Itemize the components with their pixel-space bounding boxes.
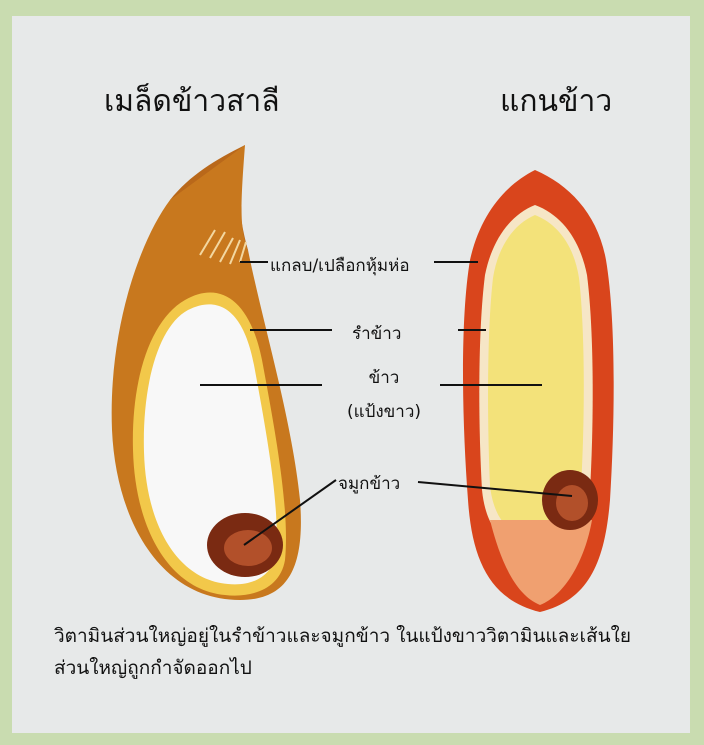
label-rice-line1: ข้าว <box>334 364 434 391</box>
label-husk: แกลบ/เปลือกหุ้มห่อ <box>270 252 410 279</box>
wheat-germ-inner <box>224 530 272 566</box>
caption-line2: ส่วนใหญ่ถูกกำจัดออกไป <box>54 652 674 684</box>
rice-kernel-illustration <box>463 170 614 612</box>
rice-germ-inner <box>556 485 588 521</box>
label-germ: จมูกข้าว <box>338 470 400 497</box>
label-bran: รำข้าว <box>352 320 401 347</box>
wheat-grain-illustration <box>112 145 301 600</box>
caption: วิตามินส่วนใหญ่อยู่ในรำข้าวและจมูกข้าว ใ… <box>54 620 674 684</box>
caption-line1: วิตามินส่วนใหญ่อยู่ในรำข้าวและจมูกข้าว ใ… <box>54 620 674 652</box>
label-rice-line2: (แป้งขาว) <box>334 398 434 425</box>
